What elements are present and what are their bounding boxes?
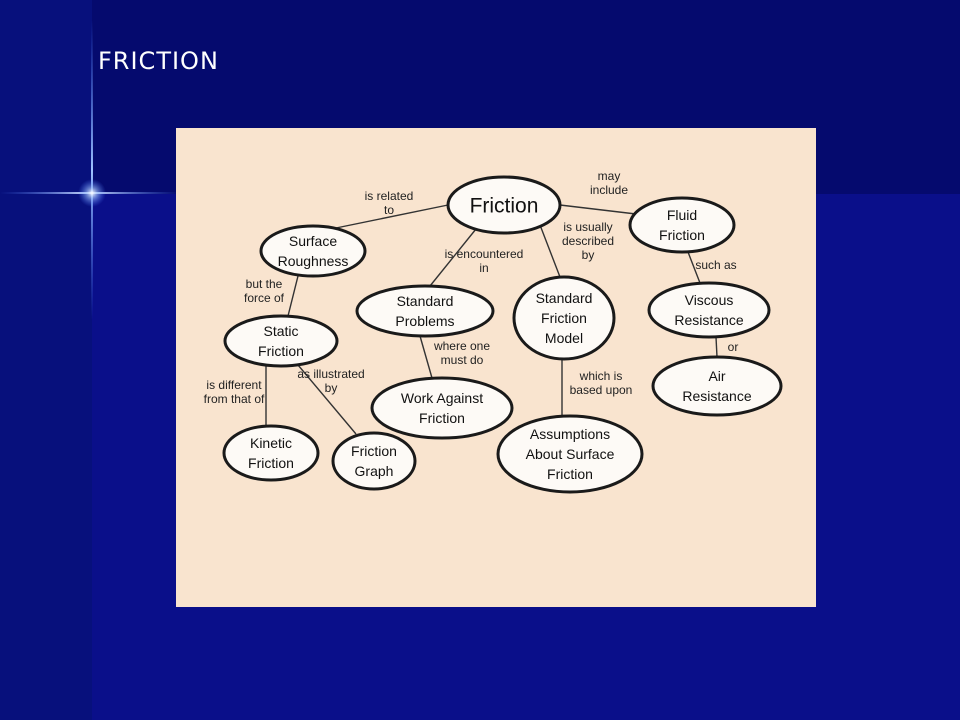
link-line [429,228,477,287]
vertical-light-line [91,20,93,320]
link-label: or [728,340,739,354]
slide-title: FRICTION [98,47,219,75]
link-line [335,204,449,229]
light-flare [78,179,106,207]
node-ellipse [651,355,783,417]
node-ellipse [222,424,320,482]
link-line [287,275,299,317]
link-line [687,251,701,284]
node-ellipse [647,281,771,339]
node-ellipse [512,275,616,361]
dark-left-band [0,0,92,720]
node-ellipse [370,376,514,440]
node-friction: Friction [446,175,562,235]
node-ellipse [223,314,339,368]
link-line [539,224,561,278]
node-ellipse [446,175,562,235]
link-line [297,364,357,435]
link-line [419,335,433,379]
node-ellipse [259,224,367,278]
link-line [559,204,637,215]
node-ellipse [628,196,736,254]
link-line [715,336,718,358]
node-ellipse [355,284,495,338]
node-label: Friction [470,195,539,218]
node-ellipse [496,414,644,494]
link-or: or [715,336,739,358]
link-label: such as [695,258,736,272]
link-such-as: such as [687,251,737,284]
node-ellipse [331,431,417,491]
